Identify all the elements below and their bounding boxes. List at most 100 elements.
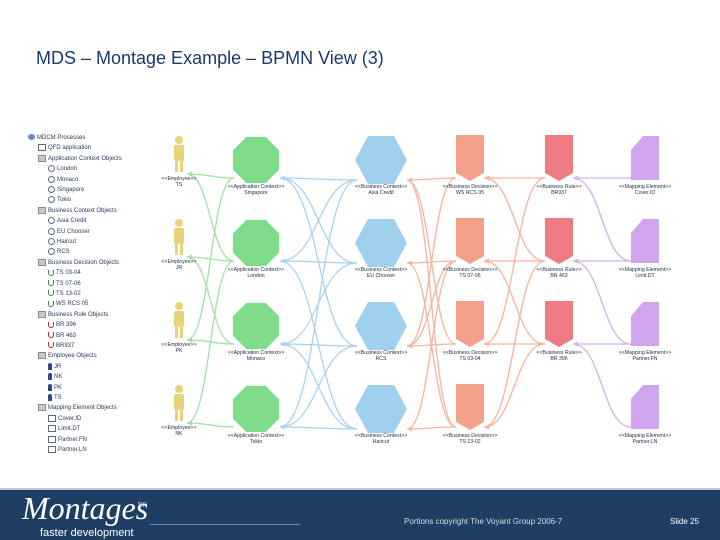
trademark-mark: tm — [138, 500, 147, 509]
connector-line — [483, 343, 546, 428]
folder-icon — [38, 404, 46, 412]
tree-item[interactable]: WS RCS 05 — [48, 300, 88, 309]
mapping-element-node[interactable] — [631, 219, 659, 263]
node-stereotype: <<Employee>> — [161, 425, 196, 431]
tree-item[interactable]: Monaco — [48, 175, 79, 185]
tree-item[interactable]: Business Decision Objects — [38, 258, 120, 268]
tree-item-label: Monaco — [57, 176, 79, 183]
object-icon — [48, 269, 54, 276]
tree-item[interactable]: EU Chooser — [48, 227, 90, 237]
application-context-node[interactable] — [232, 302, 280, 350]
object-icon — [48, 248, 55, 256]
arrow-head — [573, 175, 578, 181]
application-context-node[interactable] — [232, 219, 280, 267]
node-stereotype: <<Business Rule>> — [536, 184, 581, 190]
connector-line — [279, 179, 358, 262]
business-decision-node[interactable] — [456, 384, 484, 430]
tree-item[interactable]: NK — [48, 373, 62, 382]
arrow-head — [484, 341, 489, 347]
tree-item-label: TS 03-04 — [56, 270, 81, 277]
business-context-node[interactable] — [355, 219, 407, 267]
tree-item[interactable]: RCS — [48, 248, 70, 257]
node-stereotype: <<Business Rule>> — [536, 267, 581, 273]
tree-item[interactable]: Tokio — [48, 196, 71, 205]
connector-line — [406, 177, 457, 181]
tree-item[interactable]: Haircut — [48, 238, 76, 247]
employee-node[interactable] — [174, 385, 184, 421]
business-context-node[interactable] — [355, 302, 407, 350]
tree-item[interactable]: Partner.LN — [48, 446, 87, 455]
node-name: Limit.DT — [635, 273, 655, 279]
tree-item[interactable]: Business Rule Objects — [38, 310, 109, 320]
tree-item-label: BR 396 — [56, 322, 77, 329]
mapping-element-node[interactable] — [631, 302, 659, 346]
tree-item[interactable]: Singapore — [48, 186, 84, 195]
node-name: RCS — [376, 356, 387, 362]
tree-item[interactable]: Application Context Objects — [38, 154, 122, 164]
tree-item[interactable]: TS 07-06 — [48, 280, 81, 289]
mapping-element-node[interactable] — [631, 136, 659, 180]
tree-item[interactable]: TS 03-04 — [48, 269, 81, 278]
connector-line — [483, 260, 546, 428]
node-stereotype: <<Employee>> — [161, 176, 196, 182]
tree-item[interactable]: BR937 — [48, 342, 74, 351]
business-decision-node[interactable] — [456, 135, 484, 181]
tree-item[interactable]: TS 13-02 — [48, 290, 81, 299]
tree-item[interactable]: JR — [48, 362, 62, 372]
business-context-node[interactable] — [355, 385, 407, 433]
mapping-element-node[interactable] — [631, 385, 659, 429]
tree-item[interactable]: PK — [48, 383, 62, 393]
tree-item[interactable]: MDCM Processes — [28, 134, 85, 143]
arrow-head — [484, 424, 489, 430]
tree-item[interactable]: QFD application — [38, 144, 91, 153]
tree-item[interactable]: Cover.ID — [48, 414, 81, 424]
business-rule-node[interactable] — [545, 135, 573, 181]
arrow-head — [280, 341, 285, 347]
application-context-node[interactable] — [232, 385, 280, 433]
tree-item[interactable]: Asia Credit — [48, 217, 86, 226]
tree-item[interactable]: Partner.FN — [48, 435, 87, 445]
node-name: Asia Credit — [368, 190, 394, 196]
node-name: BR 463 — [550, 273, 567, 279]
footer-divider — [0, 488, 720, 490]
business-decision-node[interactable] — [456, 218, 484, 264]
tree-item-label: Business Rule Objects — [48, 311, 109, 318]
tree-item-label: JR — [54, 363, 62, 370]
tree-item-label: Business Decision Objects — [48, 259, 120, 266]
node-stereotype: <<Mapping Element>> — [619, 184, 672, 190]
business-rule-node[interactable] — [545, 218, 573, 264]
tree-item[interactable]: London — [48, 165, 77, 174]
tree-item-label: London — [57, 166, 78, 173]
object-icon — [48, 332, 54, 339]
node-name: Cover.ID — [635, 190, 655, 196]
object-icon — [48, 394, 52, 401]
node-stereotype: <<Business Context>> — [355, 433, 408, 439]
business-decision-node[interactable] — [456, 301, 484, 347]
node-name: TS 13-02 — [459, 439, 480, 445]
tree-item[interactable]: TS — [48, 394, 62, 403]
page-title: MDS – Montage Example – BPMN View (3) — [36, 48, 384, 68]
tree-item[interactable]: Business Context Objects — [38, 206, 117, 216]
tree-item[interactable]: Limit.DT — [48, 425, 80, 434]
tree-item-label: Business Context Objects — [48, 207, 117, 214]
node-stereotype: <<Mapping Element>> — [619, 433, 672, 439]
employee-node[interactable] — [174, 219, 184, 255]
employee-node[interactable] — [174, 302, 184, 338]
node-stereotype: <<Application Context>> — [228, 433, 285, 439]
tree-item[interactable]: BR 396 — [48, 321, 76, 330]
object-icon — [48, 383, 52, 391]
node-stereotype: <<Application Context>> — [228, 267, 285, 273]
node-stereotype: <<Employee>> — [161, 342, 196, 348]
application-context-node[interactable] — [232, 136, 280, 184]
employee-node[interactable] — [174, 136, 184, 172]
business-context-node[interactable] — [355, 136, 407, 184]
object-icon — [48, 186, 55, 193]
tree-item[interactable]: Mapping Element Objects — [38, 404, 117, 413]
tree-item[interactable]: Employee Objects — [38, 352, 97, 361]
node-name: PK — [176, 348, 183, 354]
tree-item[interactable]: BR 463 — [48, 332, 76, 341]
object-icon — [48, 446, 56, 453]
logo-tagline: faster development — [40, 527, 134, 539]
business-rule-node[interactable] — [545, 301, 573, 347]
arrow-head — [187, 337, 192, 343]
